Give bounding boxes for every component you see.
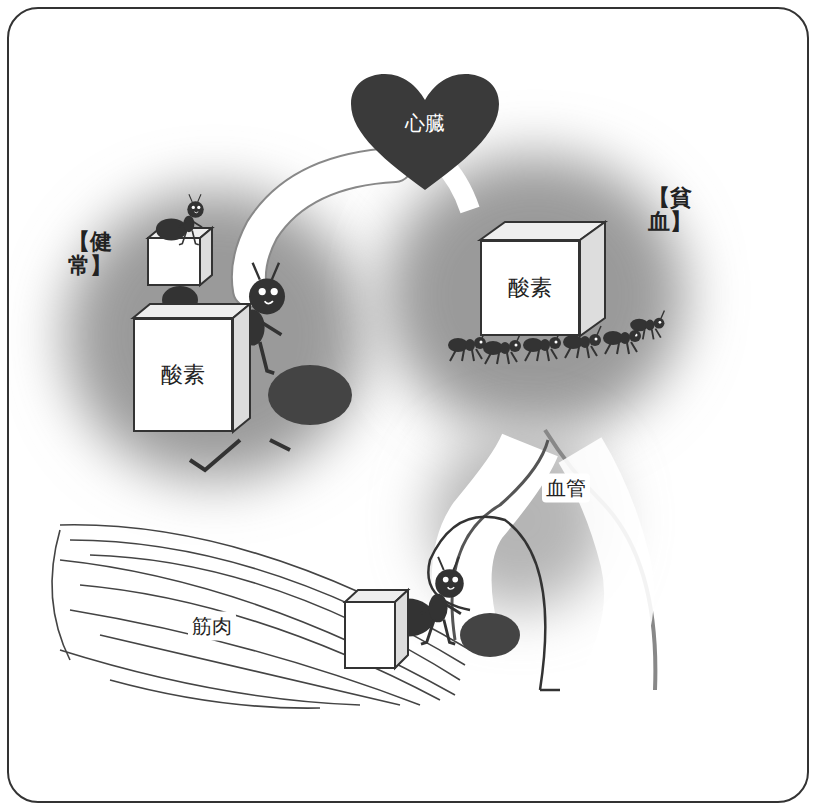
heart-shape: 心臓 <box>347 72 503 192</box>
part-name: 筋肉 <box>188 612 236 641</box>
condition-label: 【貧血】 <box>648 186 670 234</box>
condition-label: 【健常】 <box>68 230 90 278</box>
box-label: 酸素 <box>508 273 552 303</box>
part-name: 血管 <box>542 474 590 503</box>
oxygen-box: 酸素 <box>133 318 233 432</box>
oxygen-box: 酸素 <box>480 240 580 336</box>
box-label: 酸素 <box>161 360 205 390</box>
organ-name: 心臓 <box>405 110 445 137</box>
